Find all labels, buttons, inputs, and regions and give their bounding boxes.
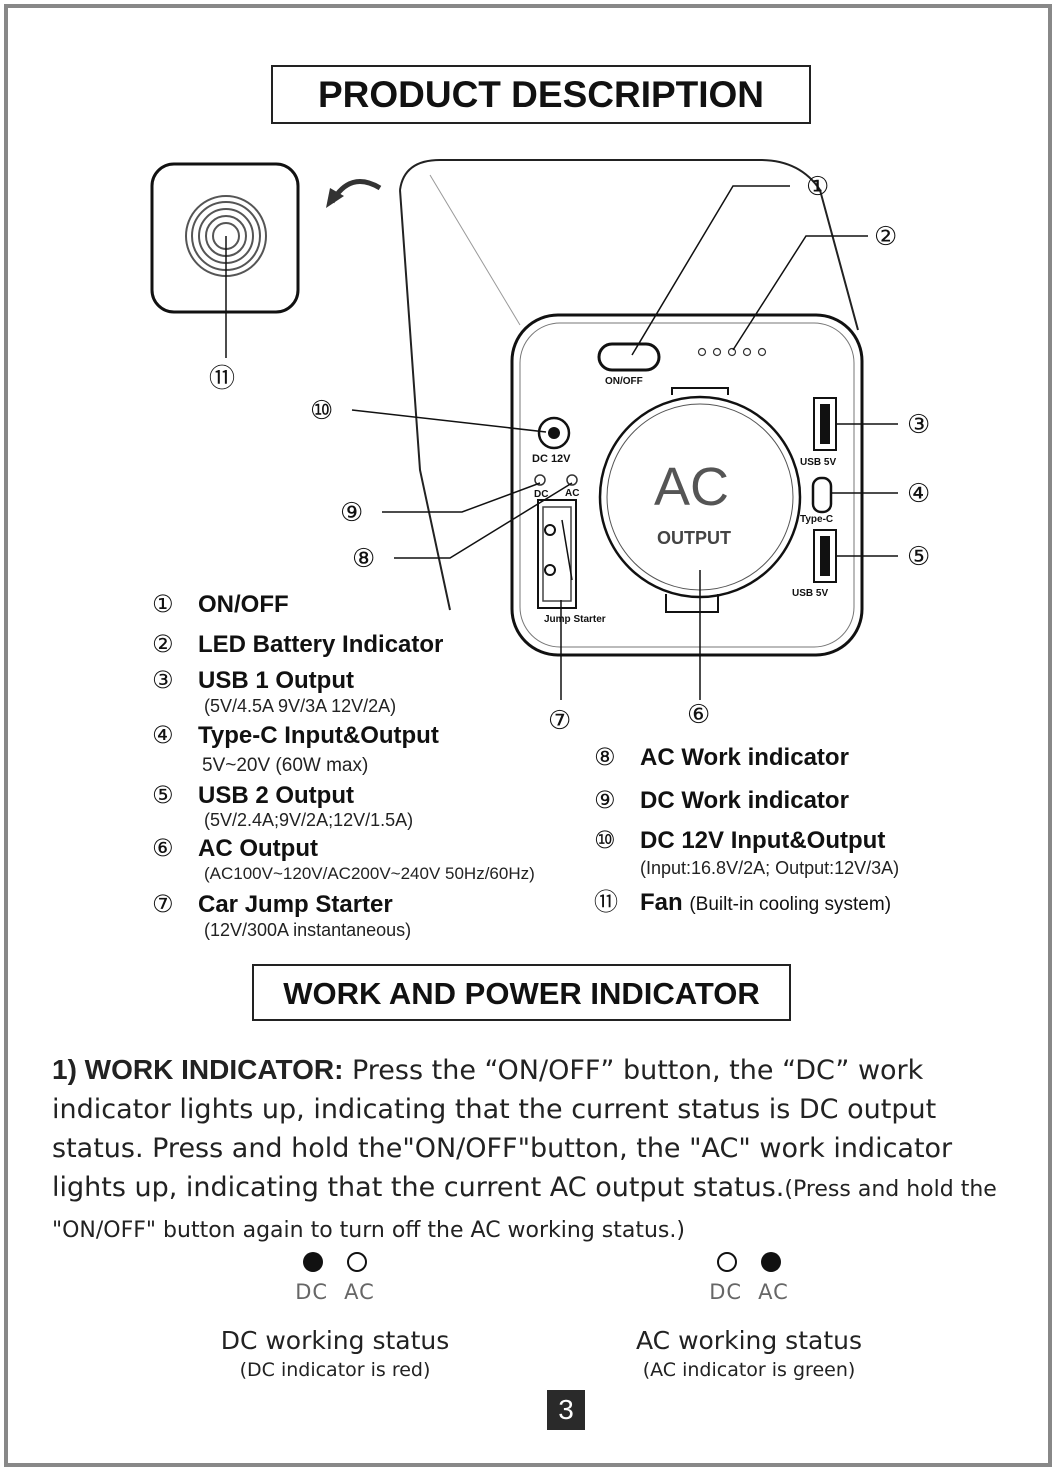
callout-3: ③ (907, 410, 931, 440)
status-title: AC working status (636, 1326, 862, 1355)
usb5v-device-label: USB 5V (800, 457, 837, 468)
callout-1: ① (806, 172, 830, 202)
callout-7: ⑦ (548, 706, 572, 736)
status-note: (AC indicator is green) (642, 1359, 856, 1381)
ac-working-status: DC AC AC working status (AC indicator is … (614, 1252, 884, 1381)
dc-indicator-dot (303, 1252, 323, 1272)
dc-working-status: DC AC DC working status (DC indicator is … (200, 1252, 470, 1381)
dc-device-label: DC (534, 489, 549, 500)
led-battery-indicator (697, 347, 767, 357)
ac-indicator-dot (347, 1252, 367, 1272)
legend-item-11-detail: (Built-in cooling system) (689, 894, 892, 915)
typec-device-label: Type-C (800, 514, 834, 525)
legend-item-3-detail: (5V/4.5A 9V/3A 12V/2A) (204, 696, 397, 716)
dc12v-device-label: DC 12V (532, 453, 571, 465)
ac-cover-big-label: AC (654, 457, 730, 517)
on-off-button-illustration (597, 342, 661, 372)
ac-indicator-led (566, 474, 578, 486)
callout-5: ⑤ (907, 542, 931, 572)
status-title: DC working status (220, 1326, 450, 1355)
dc-label: DC (709, 1280, 743, 1304)
work-indicator-paragraph: 1) WORK INDICATOR: Press the “ON/OFF” bu… (52, 1050, 1012, 1250)
callout-10: ⑩ (310, 396, 334, 426)
dc-indicator-dot (717, 1252, 737, 1272)
on-off-device-label: ON/OFF (605, 376, 643, 387)
legend-item-7-detail: (12V/300A instantaneous) (204, 920, 412, 940)
heading-work-power-indicator: WORK AND POWER INDICATOR (252, 964, 791, 1021)
fan-panel (150, 162, 300, 314)
callout-6: ⑥ (687, 700, 711, 730)
work-indicator-lead: 1) WORK INDICATOR: (52, 1054, 344, 1085)
jump-starter-port (537, 499, 577, 609)
ac-device-label: AC (565, 488, 580, 499)
device-diagram (150, 159, 898, 700)
ac-cover-small-label: OUTPUT (657, 528, 731, 548)
jump-starter-device-label: Jump Starter (544, 614, 606, 625)
page-number: 3 (547, 1390, 585, 1430)
dc-indicator-led (534, 474, 546, 486)
callout-2: ② (874, 222, 898, 252)
callout-4: ④ (907, 479, 931, 509)
page-border (4, 4, 1052, 1467)
ac-label: AC (344, 1280, 375, 1304)
type-c-port (811, 476, 833, 514)
heading-product-description: PRODUCT DESCRIPTION (271, 65, 811, 124)
work-indicator-text: Press the “ON/OFF” button, the “DC” work… (52, 1055, 953, 1203)
usb5v-device-label-2: USB 5V (792, 588, 829, 599)
ac-indicator-dot (761, 1252, 781, 1272)
legend-item-4-detail: 5V~20V (60W max) (202, 755, 369, 776)
legend-item-6-detail: (AC100V~120V/AC200V~240V 50Hz/60Hz) (204, 864, 535, 883)
work-indicator-note: (Press and hold the "ON/OFF" button agai… (52, 1177, 997, 1243)
ac-label: AC (758, 1280, 789, 1304)
legend-item-5-detail: (5V/2.4A;9V/2A;12V/1.5A) (204, 810, 414, 830)
dc-label: DC (295, 1280, 329, 1304)
callout-11: ⑪ (209, 364, 236, 394)
callout-9: ⑨ (340, 498, 364, 528)
status-note: (DC indicator is red) (239, 1359, 431, 1381)
legend-item-10-detail: (Input:16.8V/2A; Output:12V/3A) (640, 858, 900, 878)
callout-8: ⑧ (352, 544, 376, 574)
